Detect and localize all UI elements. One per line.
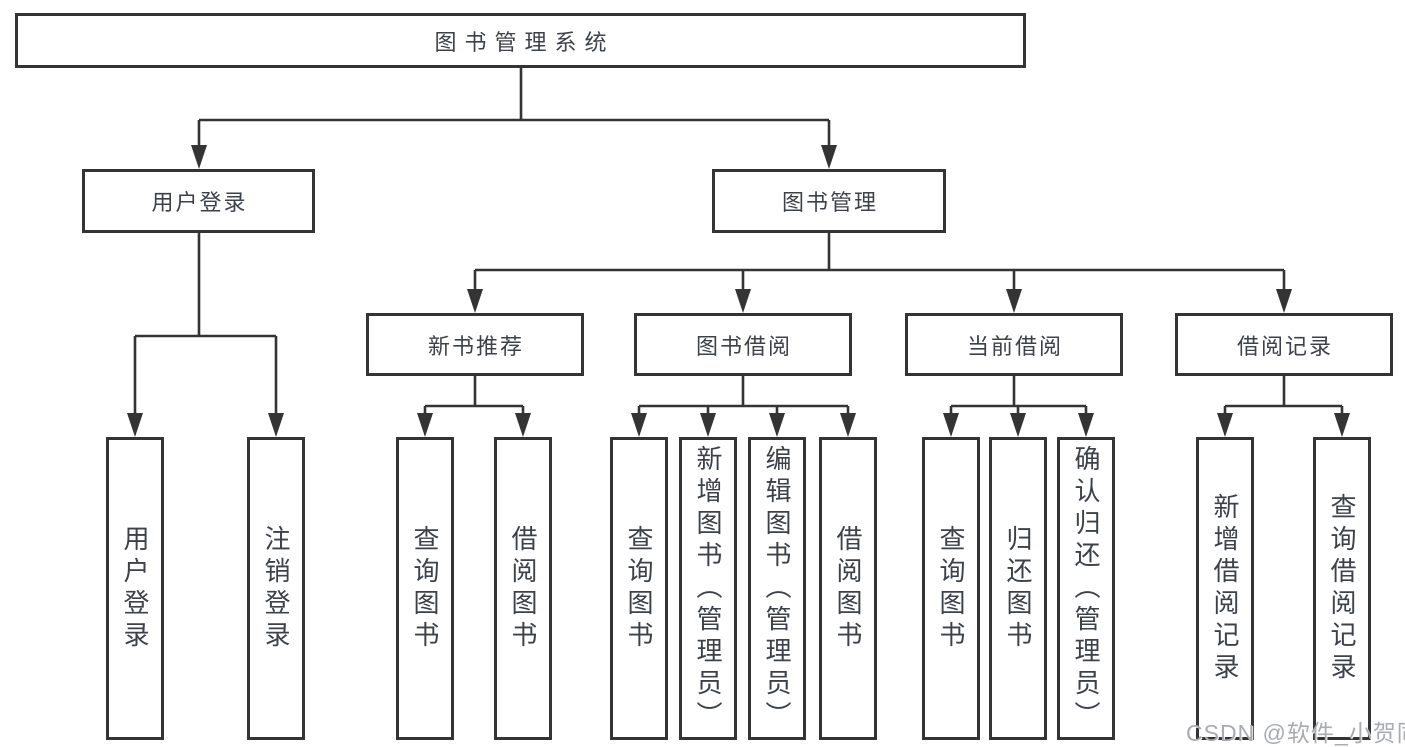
node-label: 编辑图书（管理员）	[762, 444, 792, 733]
arrowhead-icon	[840, 413, 856, 437]
arrowhead-icon	[735, 289, 751, 313]
node-label: 用户登录	[120, 524, 150, 653]
node-current-borrowing: 当前借阅	[905, 313, 1123, 376]
node-label: 查询图书	[936, 524, 966, 653]
leaf-query-books-borrowing: 查询图书	[610, 437, 668, 740]
leaf-query-books-recommend: 查询图书	[396, 437, 454, 740]
node-book-borrowing: 图书借阅	[634, 313, 852, 376]
leaf-edit-book-admin: 编辑图书（管理员）	[748, 437, 806, 740]
node-label: 归还图书	[1003, 524, 1033, 653]
arrowhead-icon	[1217, 413, 1233, 437]
arrowhead-icon	[1334, 413, 1350, 437]
leaf-logout: 注销登录	[247, 437, 305, 740]
node-label: 新增借阅记录	[1210, 492, 1240, 685]
arrowhead-icon	[417, 413, 433, 437]
arrowhead-icon	[700, 413, 716, 437]
node-borrowing-records: 借阅记录	[1175, 313, 1393, 376]
node-label: 借阅记录	[1236, 333, 1333, 359]
node-user-login: 用户登录	[82, 169, 315, 233]
node-label: 当前借阅	[966, 333, 1063, 359]
leaf-user-login: 用户登录	[106, 437, 164, 740]
node-label: 查询图书	[624, 524, 654, 653]
arrowhead-icon	[631, 413, 647, 437]
arrowhead-icon	[1010, 413, 1026, 437]
arrowhead-icon	[769, 413, 785, 437]
node-label: 新增图书（管理员）	[693, 444, 723, 733]
arrowhead-icon	[1276, 289, 1292, 313]
leaf-borrow-books: 借阅图书	[819, 437, 877, 740]
leaf-confirm-return-admin: 确认归还（管理员）	[1057, 437, 1115, 740]
node-new-book-recommendation: 新书推荐	[366, 313, 584, 376]
node-label: 图书管理	[781, 190, 878, 215]
node-label: 借阅图书	[833, 524, 863, 653]
leaf-query-books-current: 查询图书	[922, 437, 980, 740]
arrowhead-icon	[1006, 289, 1022, 313]
node-label: 查询借阅记录	[1327, 492, 1357, 685]
arrowhead-icon	[467, 289, 483, 313]
arrowhead-icon	[943, 413, 959, 437]
arrowheads-group	[127, 145, 1350, 437]
node-label: 注销登录	[261, 524, 291, 653]
node-label: 借阅图书	[508, 524, 538, 653]
leaf-add-borrow-record: 新增借阅记录	[1196, 437, 1254, 740]
arrowhead-icon	[268, 413, 284, 437]
leaf-add-book-admin: 新增图书（管理员）	[679, 437, 737, 740]
node-label: 用户登录	[151, 190, 248, 215]
arrowhead-icon	[515, 413, 531, 437]
arrowhead-icon	[191, 145, 207, 169]
arrowhead-icon	[127, 413, 143, 437]
node-label: 图书管理系统	[434, 29, 615, 55]
node-library-management-system: 图书管理系统	[15, 13, 1026, 68]
leaf-return-book: 归还图书	[989, 437, 1047, 740]
node-label: 确认归还（管理员）	[1071, 444, 1101, 733]
leaf-query-borrow-record: 查询借阅记录	[1313, 437, 1371, 740]
leaf-borrow-books-recommend: 借阅图书	[494, 437, 552, 740]
node-label: 新书推荐	[427, 333, 524, 359]
node-label: 图书借阅	[695, 333, 792, 359]
arrowhead-icon	[1078, 413, 1094, 437]
arrowhead-icon	[821, 145, 837, 169]
node-label: 查询图书	[410, 524, 440, 653]
node-book-management: 图书管理	[712, 169, 946, 233]
watermark-text: CSDN @软件_小贺同学	[1186, 720, 1405, 746]
